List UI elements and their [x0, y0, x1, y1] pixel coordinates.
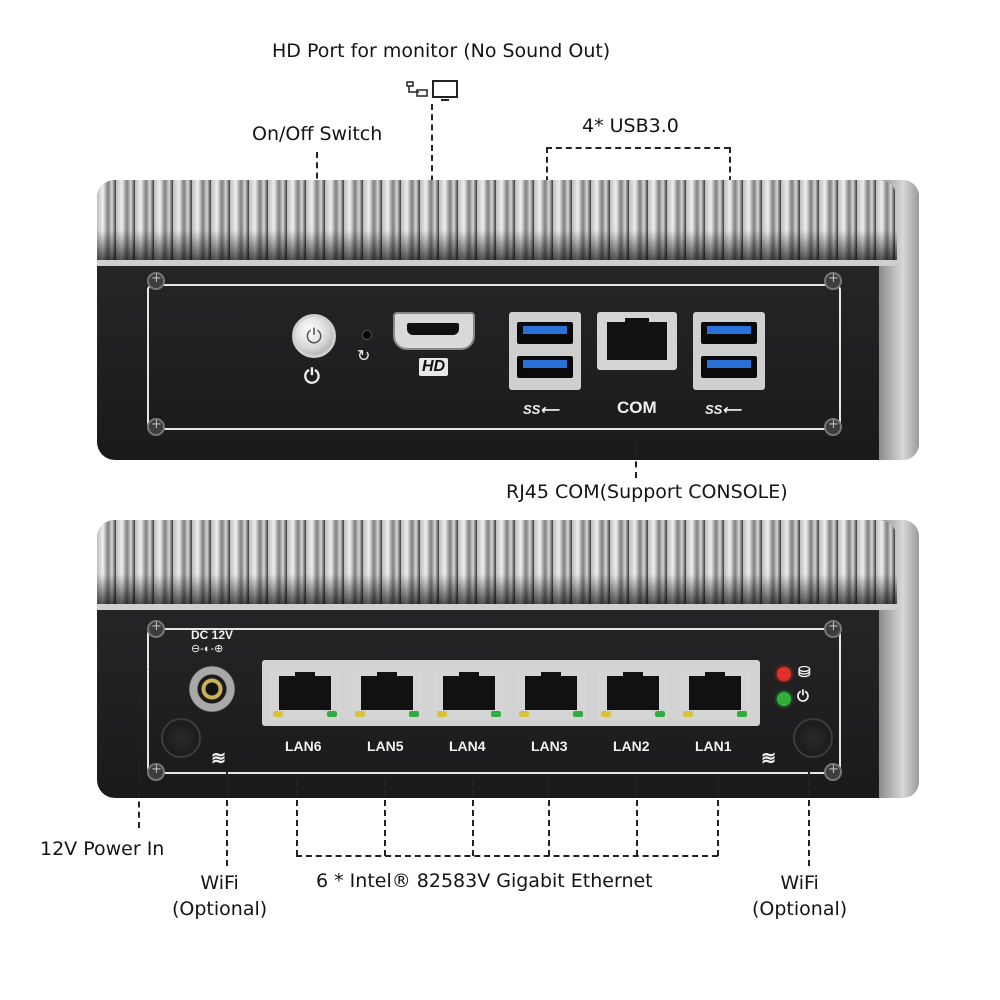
lan-block — [262, 660, 760, 726]
rj45-com-callout: RJ45 COM(Support CONSOLE) — [506, 481, 788, 503]
lan-link-led — [737, 711, 747, 717]
screw — [147, 271, 165, 290]
lan-activity-led — [273, 711, 283, 717]
hd-port-callout: HD Port for monitor (No Sound Out) — [272, 40, 611, 62]
screw — [824, 271, 842, 290]
screw — [824, 417, 842, 436]
wifi-icon: ≋ — [211, 748, 227, 768]
hd-logo: HD — [419, 358, 449, 376]
power-status-led — [777, 692, 791, 706]
ethernet-leader-bar — [296, 855, 718, 857]
screw — [824, 762, 842, 781]
lan-link-led — [327, 711, 337, 717]
screw — [147, 762, 165, 781]
ethernet-leader — [717, 780, 719, 856]
usb-logo: SS⟵ — [705, 402, 741, 417]
usb-leader-bar — [546, 147, 730, 149]
wifi-left-callout: WiFi (Optional) — [172, 872, 268, 920]
hdmi-port[interactable] — [393, 312, 475, 350]
power-button[interactable]: ⏻ — [292, 314, 336, 358]
usb-stack-right — [693, 312, 765, 390]
ethernet-leader — [296, 780, 298, 856]
ethernet-leader — [472, 780, 474, 856]
lan-activity-led — [519, 711, 529, 717]
front-heatsink-fins — [97, 180, 897, 260]
hdd-status-led — [777, 667, 791, 681]
usb3-port[interactable] — [517, 356, 573, 378]
lan-port-label: LAN4 — [449, 738, 486, 754]
lan-port[interactable] — [433, 666, 505, 720]
wifi-left-leader — [226, 770, 228, 866]
lan-port-label: LAN2 — [613, 738, 650, 754]
power-in-leader-h — [138, 668, 198, 670]
lan-port-label: LAN1 — [695, 738, 732, 754]
wifi-right-leader — [808, 770, 810, 866]
lan-port-label: LAN5 — [367, 738, 404, 754]
wifi-antenna-left[interactable] — [161, 718, 201, 758]
ethernet-leader — [548, 780, 550, 856]
dc-12v-label: DC 12V — [191, 628, 234, 642]
reset-icon: ↻ — [357, 348, 371, 365]
lan-link-led — [573, 711, 583, 717]
lan-link-led — [409, 711, 419, 717]
power-in-callout: 12V Power In — [40, 838, 165, 860]
lan-port[interactable] — [351, 666, 423, 720]
power-in-leader-v — [138, 668, 140, 828]
lan-port[interactable] — [597, 666, 669, 720]
front-io-panel — [147, 284, 841, 430]
ethernet-callout: 6 * Intel® 82583V Gigabit Ethernet — [316, 870, 653, 892]
lan-port[interactable] — [679, 666, 751, 720]
rear-heatsink-fins — [97, 520, 897, 604]
lan-port[interactable] — [515, 666, 587, 720]
dc-polarity-icon: ⊖-◐-⊕ — [191, 643, 224, 655]
wifi-icon: ≋ — [761, 748, 777, 768]
usb-callout: 4* USB3.0 — [582, 115, 679, 137]
rj45-com-leader — [635, 440, 637, 478]
usb-stack-left — [509, 312, 581, 390]
monitor-icon — [405, 78, 461, 102]
screw — [147, 417, 165, 436]
usb3-port[interactable] — [701, 322, 757, 344]
usb3-port[interactable] — [517, 322, 573, 344]
usb3-port[interactable] — [701, 356, 757, 378]
lan-port-label: LAN6 — [285, 738, 322, 754]
lan-activity-led — [355, 711, 365, 717]
lan-port[interactable] — [269, 666, 341, 720]
lan-link-led — [655, 711, 665, 717]
power-icon: ⏻ — [306, 324, 322, 348]
screw — [147, 619, 165, 638]
rj45-com-port[interactable] — [597, 312, 677, 370]
com-label: COM — [617, 398, 657, 417]
lan-port-label: LAN3 — [531, 738, 568, 754]
power-label-icon: ⏻ — [304, 366, 320, 388]
power-status-icon: ⏻ — [797, 688, 809, 705]
hdd-icon: ⛁ — [798, 664, 811, 681]
lan-activity-led — [601, 711, 611, 717]
front-device: ⏻ ⏻ ↻ HD SS⟵ COM SS⟵ — [97, 180, 919, 460]
rear-device: DC 12V ⊖-◐-⊕ ≋ LAN6LAN5LAN4LAN3LAN2LAN1 … — [97, 520, 919, 798]
rear-io-panel — [147, 628, 841, 774]
lan-activity-led — [437, 711, 447, 717]
wifi-right-callout: WiFi (Optional) — [752, 872, 848, 920]
lan-link-led — [491, 711, 501, 717]
wifi-antenna-right[interactable] — [793, 718, 833, 758]
reset-button[interactable] — [362, 330, 372, 340]
screw — [824, 619, 842, 638]
ethernet-leader — [384, 780, 386, 856]
usb-logo: SS⟵ — [523, 402, 559, 417]
on-off-switch-callout: On/Off Switch — [252, 123, 383, 145]
dc-power-jack[interactable] — [189, 666, 235, 712]
lan-activity-led — [683, 711, 693, 717]
ethernet-leader — [636, 780, 638, 856]
